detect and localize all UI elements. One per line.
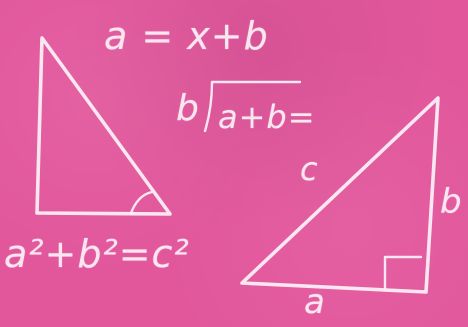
equation-top: a = x+b [104, 14, 269, 58]
right-angle-marker [383, 255, 423, 291]
division-bracket [203, 80, 302, 133]
division-dividend: a+b= [218, 98, 316, 136]
left-triangle-angle-arc [129, 190, 154, 215]
division-divisor: b [176, 88, 200, 129]
side-a-label: a [304, 282, 326, 322]
hypotenuse-label: c [300, 150, 319, 188]
pythagorean-equation: a²+b²=c² [4, 232, 190, 276]
right-triangle [240, 96, 440, 294]
side-b-label: b [440, 182, 463, 222]
left-triangle [35, 36, 172, 216]
